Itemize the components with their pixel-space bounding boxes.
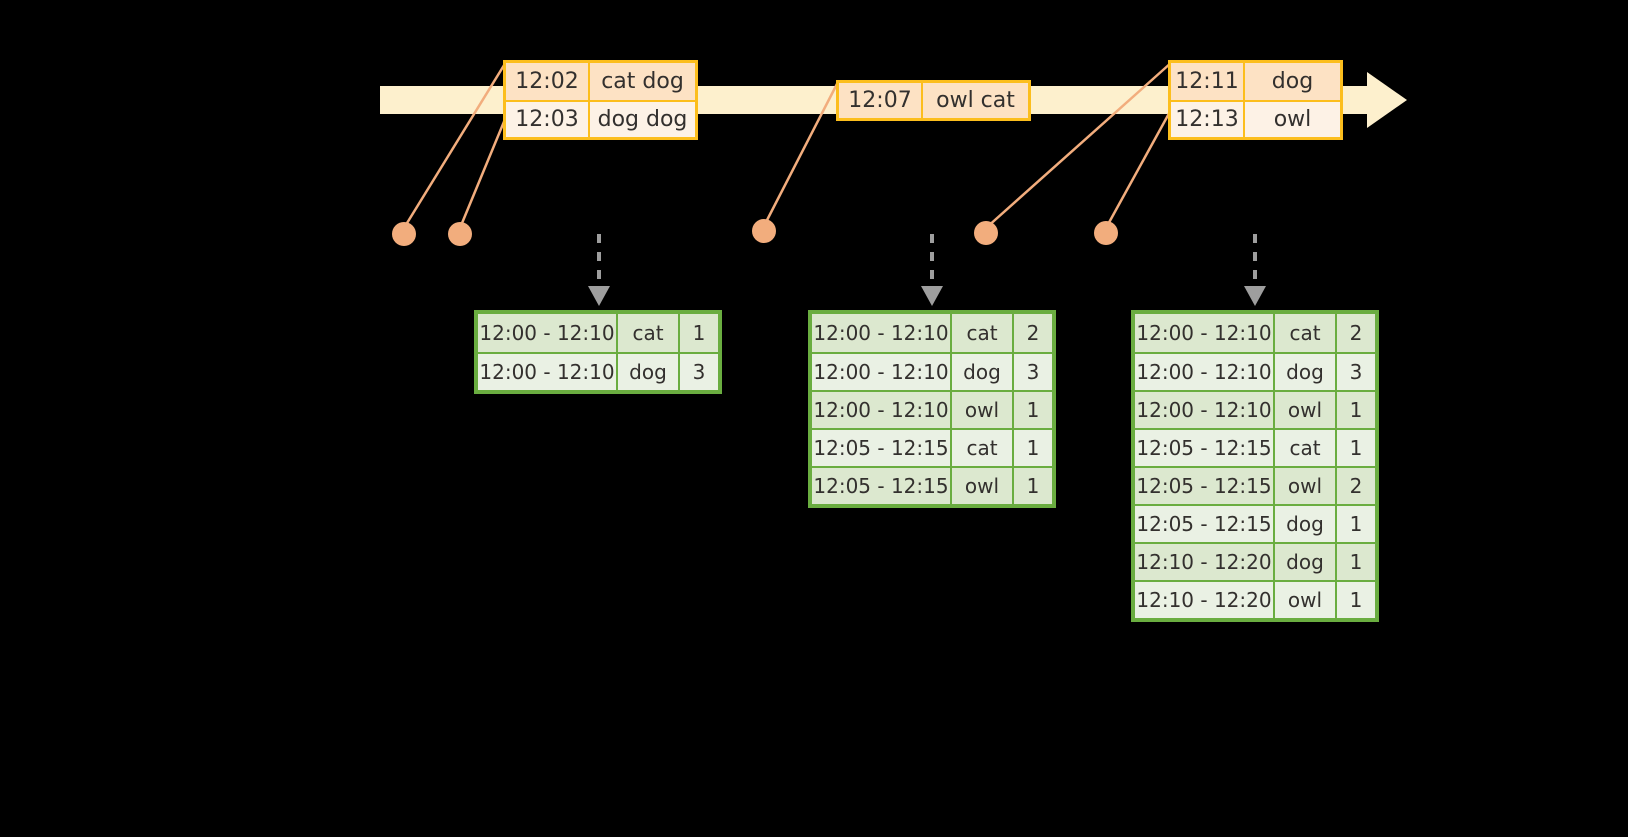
event-time: 12:11 — [1171, 63, 1245, 100]
cell-count: 2 — [1337, 314, 1375, 352]
cell-count: 2 — [1014, 314, 1052, 352]
event-value: dog dog — [590, 102, 695, 137]
event-time: 12:13 — [1171, 102, 1245, 137]
cell-count: 1 — [1337, 582, 1375, 618]
cell-key: cat — [1275, 314, 1337, 352]
cell-key: dog — [1275, 354, 1337, 390]
cell-count: 1 — [1337, 430, 1375, 466]
event-value: owl — [1245, 102, 1340, 137]
event-value: dog — [1245, 63, 1340, 100]
flow-arrow-2 — [921, 234, 943, 306]
cell-window: 12:00 - 12:10 — [812, 314, 952, 352]
cell-window: 12:10 - 12:20 — [1135, 582, 1275, 618]
stream-dot-5 — [1094, 221, 1118, 245]
event-row: 12:07 owl cat — [839, 83, 1028, 118]
cell-key: owl — [1275, 392, 1337, 428]
cell-key: cat — [952, 430, 1014, 466]
cell-window: 12:00 - 12:10 — [1135, 354, 1275, 390]
cell-count: 1 — [1337, 544, 1375, 580]
cell-window: 12:00 - 12:10 — [1135, 314, 1275, 352]
cell-key: owl — [952, 392, 1014, 428]
event-row: 12:02 cat dog — [506, 63, 695, 100]
cell-key: cat — [1275, 430, 1337, 466]
cell-window: 12:00 - 12:10 — [478, 314, 618, 352]
cell-count: 2 — [1337, 468, 1375, 504]
cell-window: 12:05 - 12:15 — [812, 468, 952, 504]
event-time: 12:07 — [839, 83, 923, 118]
cell-window: 12:00 - 12:10 — [1135, 392, 1275, 428]
cell-count: 3 — [680, 354, 718, 390]
cell-window: 12:00 - 12:10 — [812, 392, 952, 428]
cell-key: dog — [1275, 506, 1337, 542]
cell-window: 12:10 - 12:20 — [1135, 544, 1275, 580]
cell-key: dog — [952, 354, 1014, 390]
timeline-arrowhead-icon — [1367, 72, 1407, 128]
event-value: owl cat — [923, 83, 1028, 118]
event-row: 12:03 dog dog — [506, 100, 695, 137]
cell-window: 12:05 - 12:15 — [812, 430, 952, 466]
cell-count: 1 — [1014, 468, 1052, 504]
cell-window: 12:05 - 12:15 — [1135, 468, 1275, 504]
event-row: 12:13 owl — [1171, 100, 1340, 137]
event-row: 12:11 dog — [1171, 63, 1340, 100]
flow-arrow-1 — [588, 234, 610, 306]
cell-key: owl — [1275, 582, 1337, 618]
cell-count: 3 — [1337, 354, 1375, 390]
event-value: cat dog — [590, 63, 695, 100]
cell-window: 12:05 - 12:15 — [1135, 430, 1275, 466]
connector-line-5 — [1104, 107, 1174, 229]
cell-window: 12:00 - 12:10 — [812, 354, 952, 390]
event-group-3: 12:11 dog 12:13 owl — [1168, 60, 1343, 140]
cell-key: cat — [952, 314, 1014, 352]
stream-dot-4 — [974, 221, 998, 245]
cell-window: 12:05 - 12:15 — [1135, 506, 1275, 542]
stream-dot-3 — [752, 219, 776, 243]
cell-count: 1 — [1337, 392, 1375, 428]
flow-arrow-3 — [1244, 234, 1266, 306]
cell-key: dog — [1275, 544, 1337, 580]
cell-key: cat — [618, 314, 680, 352]
stream-dot-1 — [392, 222, 416, 246]
cell-count: 1 — [680, 314, 718, 352]
event-group-2: 12:07 owl cat — [836, 80, 1031, 121]
cell-count: 1 — [1014, 430, 1052, 466]
cell-window: 12:00 - 12:10 — [478, 354, 618, 390]
event-time: 12:03 — [506, 102, 590, 137]
cell-key: owl — [952, 468, 1014, 504]
stream-dot-2 — [448, 222, 472, 246]
event-time: 12:02 — [506, 63, 590, 100]
cell-count: 1 — [1337, 506, 1375, 542]
event-group-1: 12:02 cat dog 12:03 dog dog — [503, 60, 698, 140]
cell-count: 1 — [1014, 392, 1052, 428]
cell-key: owl — [1275, 468, 1337, 504]
connector-line-2 — [458, 111, 510, 229]
cell-count: 3 — [1014, 354, 1052, 390]
cell-key: dog — [618, 354, 680, 390]
